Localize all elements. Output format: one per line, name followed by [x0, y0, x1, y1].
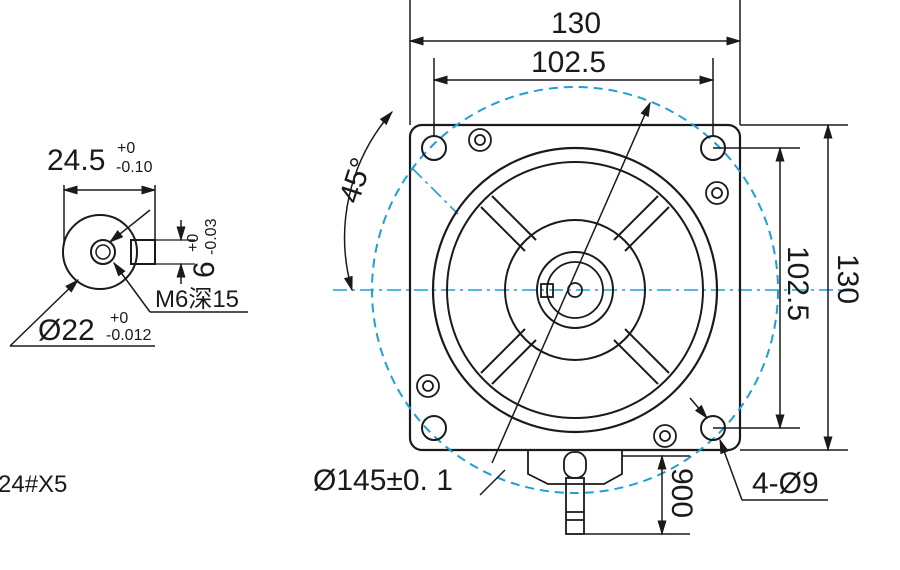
diagonal-center-line: [411, 167, 459, 215]
pcd-dim: Ø145±0. 1: [313, 464, 453, 497]
hub-ring: [536, 251, 614, 329]
width-bolt-dim: 102.5: [531, 46, 606, 79]
shaft-outline: [62, 214, 138, 290]
thread-label: M6深15: [155, 286, 239, 313]
flange-square: [408, 123, 742, 452]
center-hole: [90, 239, 116, 265]
center-hole-inner: [95, 244, 111, 260]
hole-bottom-left: [421, 415, 447, 441]
key-dim: 6: [188, 261, 221, 278]
mounting-holes: [421, 135, 726, 441]
hole-top-left: [421, 135, 447, 161]
shaft-length-dim: 24.5: [47, 144, 105, 177]
screws: [416, 128, 729, 448]
height-overall-dim: 130: [831, 254, 864, 304]
shaft-length-tol-upper: +0: [117, 140, 135, 157]
height-bolt-dim: 102.5: [781, 246, 814, 321]
shaft-end-view: 24.5 +0 -0.10 6 +0 -0.03 M6深15 Ø22 +0 -0…: [9, 140, 248, 347]
pcd-leader: [491, 101, 651, 464]
width-overall-dim: 130: [551, 7, 601, 40]
shaft-length-tol-lower: -0.10: [116, 159, 153, 176]
key-slot: [130, 239, 156, 265]
holes-leader: [719, 438, 743, 501]
body-outer: [431, 146, 719, 434]
flange-front-view: 130 102.5 130 102.5 45° Ø145±0. 1 900: [313, 0, 864, 536]
body-inner: [446, 161, 704, 419]
key-note: 24#X5: [0, 471, 67, 498]
shaft-dia-tol-lower: -0.012: [106, 327, 151, 344]
holes-dim: 4-Ø9: [752, 467, 819, 500]
shaft-dia-tol-upper: +0: [110, 310, 128, 327]
key-tol-upper: +0: [185, 234, 202, 252]
cable-connector: [527, 450, 623, 535]
hub-outer: [504, 219, 646, 361]
ribs: [480, 195, 670, 385]
angle-arc: [343, 110, 393, 292]
shaft-circle: [546, 261, 604, 319]
key-tol-lower: -0.03: [203, 218, 220, 255]
angle-label: 45°: [333, 154, 378, 207]
cable-length-dim: 900: [665, 468, 698, 518]
shaft-dia-dim: Ø22: [38, 314, 95, 347]
shaft-key: [540, 283, 554, 298]
